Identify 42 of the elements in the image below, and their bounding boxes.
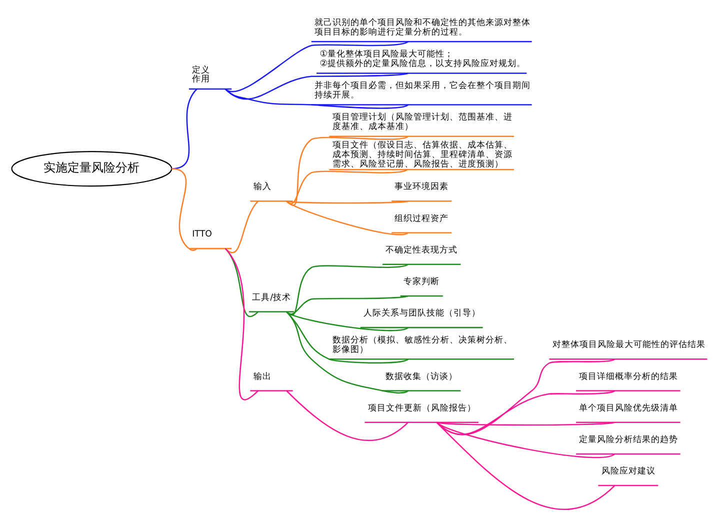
node-text: 输出 xyxy=(253,372,272,382)
node-text: 项目文件（假设日志、估算依据、成本估算、成本预测、持续时间估算、里程碑清单、资源需求、风险登记册、风险报告、进度预测） xyxy=(332,140,512,170)
connector xyxy=(436,390,616,435)
node-text: 数据收集（访谈） xyxy=(386,372,458,382)
node-text: ITTO xyxy=(192,230,212,240)
node-text: 定义 作用 xyxy=(192,65,210,85)
node-text: 对整体项目风险最大可能性的评估结果 xyxy=(552,340,706,350)
node-text: 输入 xyxy=(253,182,272,192)
connector xyxy=(286,311,409,394)
node-text: 就己识别的单个项目风险和不确定性的其他来源对整体项目目标的影响进行定量分析的过程。 xyxy=(314,18,531,38)
node-text: 项目管理计划（风险管理计划、范围基准、进度基准、成本基准） xyxy=(332,112,512,132)
connector xyxy=(286,200,408,204)
node-text: 并非每个项目必需，但如果采用，它会在整个项目期间持续开展。 xyxy=(314,81,531,101)
node-text: 数据分析（模拟、敏感性分析、决策树分析、影像图） xyxy=(332,335,512,355)
node-text: 事业环境因素 xyxy=(394,182,449,192)
node-text: 定量风险分析结果的趋势 xyxy=(579,434,678,445)
node-text: ①量化整体项目风险最大可能性； ②提供额外的定量风险信息，以支持风险应对规划。 xyxy=(320,49,526,69)
connector xyxy=(436,422,615,458)
node-text: 人际关系与团队技能（引导） xyxy=(364,308,481,319)
connector xyxy=(436,358,616,436)
connector xyxy=(286,390,409,442)
node-text: 单个项目风险优先级清单 xyxy=(579,403,678,414)
connector xyxy=(286,200,408,236)
node-text: 风险应对建议 xyxy=(601,466,656,477)
connector xyxy=(286,169,408,204)
node-text: 组织过程资产 xyxy=(394,214,449,224)
connector xyxy=(286,311,408,364)
connector xyxy=(436,422,616,510)
node-text: 项目详细概率分析的结果 xyxy=(579,372,678,382)
connector xyxy=(224,88,408,109)
connector xyxy=(224,248,258,400)
node-ellipse: 实施定量风险分析 xyxy=(11,150,172,187)
connector xyxy=(436,422,615,426)
connector xyxy=(225,41,408,92)
node-text: 工具/技术 xyxy=(252,292,292,303)
node-text: 不确定性表现方式 xyxy=(386,245,458,256)
connector xyxy=(172,88,198,170)
connector xyxy=(224,200,259,254)
connector xyxy=(286,311,408,332)
node-text: 项目文件更新（风险报告） xyxy=(368,403,476,414)
node-text: 专家判断 xyxy=(403,276,440,287)
connector xyxy=(286,136,408,206)
